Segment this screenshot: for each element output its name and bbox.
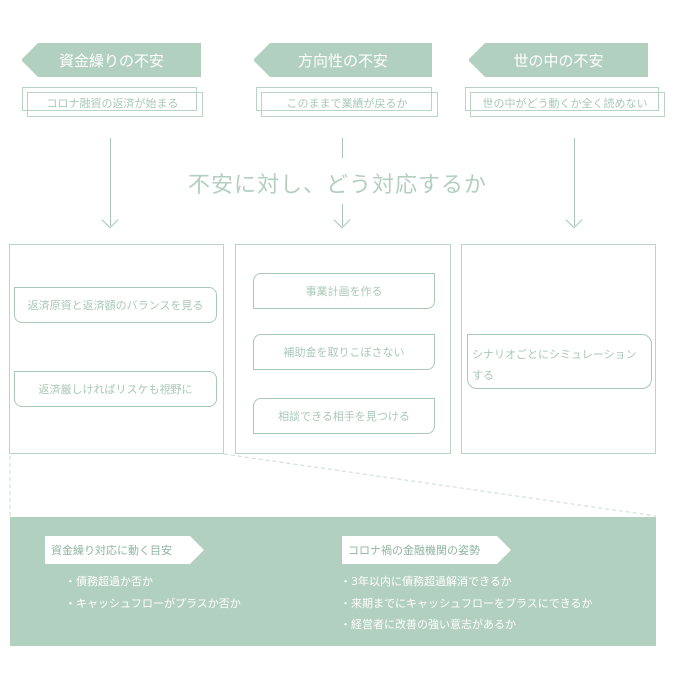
concern-detail-direction: このままで業績が戻るか	[256, 87, 438, 117]
response-item-line: する	[472, 369, 494, 382]
response-panel-direction: 事業計画を作る 補助金を取りこぼさない 相談できる相手を見つける	[235, 244, 451, 454]
criteria-tag-right: コロナ禍の金融機関の姿勢	[342, 536, 511, 564]
concern-title: 資金繰りの不安	[58, 51, 164, 70]
concern-title: 方向性の不安	[297, 51, 388, 70]
criteria-bullet: ・債務超過か否か	[65, 575, 153, 588]
response-item: 返済厳しければリスケも視野に	[14, 371, 217, 407]
arrow-line-left	[110, 138, 111, 226]
criteria-tag-text: コロナ禍の金融機関の姿勢	[348, 544, 480, 557]
arrow-line-right	[574, 138, 575, 226]
response-panel-world: シナリオごとにシミュレーション する	[461, 244, 656, 454]
response-item-multiline: シナリオごとにシミュレーション する	[467, 334, 652, 389]
response-item: 相談できる相手を見つける	[253, 398, 435, 434]
concern-banner-direction: 方向性の不安	[253, 43, 432, 77]
arrow-line-center-top	[342, 138, 343, 158]
concern-detail-world: 世の中がどう動くか全く読めない	[465, 87, 665, 117]
response-item: 補助金を取りこぼさない	[253, 334, 435, 370]
response-item: 返済原資と返済額のバランスを見る	[14, 287, 217, 323]
concern-detail-text: コロナ融資の返済が始まる	[46, 97, 179, 110]
response-item-line: シナリオごとにシミュレーション	[472, 348, 637, 361]
concern-detail-text: 世の中がどう動くか全く読めない	[482, 97, 648, 110]
response-item: 事業計画を作る	[253, 273, 435, 309]
criteria-bullet: ・3年以内に債務超過解消できるか	[340, 575, 512, 588]
concern-detail-text: このままで業績が戻るか	[286, 97, 408, 110]
criteria-bullet: ・キャッシュフローがプラスか否か	[65, 597, 241, 610]
criteria-bullet: ・経営者に改善の強い意志があるか	[340, 618, 516, 631]
arrow-line-center-bottom	[342, 204, 343, 226]
concern-detail-funding: コロナ融資の返済が始まる	[22, 87, 203, 117]
concern-banner-world: 世の中の不安	[468, 43, 648, 77]
criteria-bullet: ・来期までにキャッシュフローをプラスにできるか	[340, 597, 593, 610]
response-panel-funding: 返済原資と返済額のバランスを見る 返済厳しければリスケも視野に	[9, 244, 224, 454]
center-heading: 不安に対し、どう対応するか	[187, 173, 487, 198]
banner-notch	[253, 43, 270, 77]
concern-title: 世の中の不安	[513, 51, 604, 70]
criteria-tag-left: 資金繰り対応に動く目安	[45, 536, 204, 564]
concern-banner-funding: 資金繰りの不安	[21, 43, 201, 77]
banner-notch	[468, 43, 485, 77]
banner-notch	[21, 43, 38, 77]
criteria-tag-text: 資金繰り対応に動く目安	[51, 544, 172, 557]
